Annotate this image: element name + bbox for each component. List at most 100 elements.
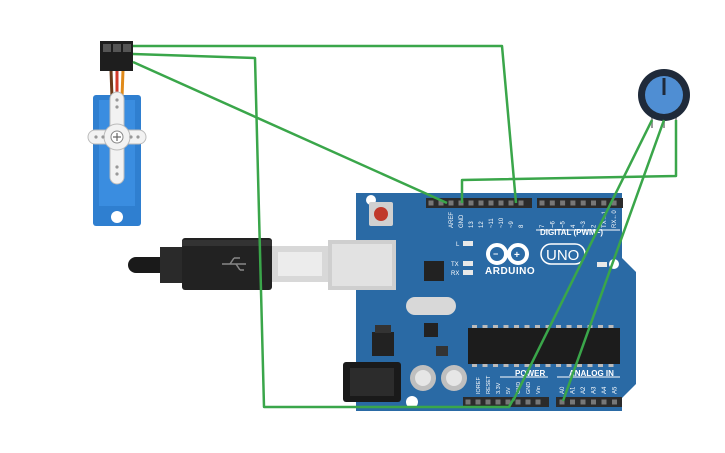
- led-rx: [463, 270, 473, 275]
- header-pin[interactable]: [559, 399, 565, 405]
- header-pin[interactable]: [518, 200, 524, 206]
- wires: [132, 44, 678, 409]
- header-pin[interactable]: [475, 399, 481, 405]
- power-pin-label: GND: [526, 382, 532, 394]
- header-pin[interactable]: [468, 200, 474, 206]
- header-pin[interactable]: [525, 399, 531, 405]
- digital-pin-label: ~3: [581, 220, 587, 228]
- header-pin[interactable]: [549, 200, 555, 206]
- digital-pin-label: ~10: [499, 217, 505, 228]
- wire-pot-ground: [460, 120, 678, 203]
- header-pin[interactable]: [515, 399, 521, 405]
- power-pin-label: IOREF: [476, 377, 482, 394]
- header-pin[interactable]: [591, 200, 596, 206]
- digital-pin-label: GND: [459, 214, 465, 228]
- arduino-uno-board[interactable]: L TX RX ON − + ARDUINO UNO AREF GND 13 12 ~1…: [328, 193, 636, 411]
- led-l-label: L: [456, 242, 460, 248]
- analog-pin-label: A2: [581, 386, 587, 394]
- led-on-label: ON: [609, 263, 618, 269]
- wire-servo-power: [132, 52, 516, 409]
- header-pin[interactable]: [580, 200, 586, 206]
- digital-pin-label: 8: [519, 224, 525, 228]
- header-pin[interactable]: [535, 399, 541, 405]
- header-pin[interactable]: [498, 200, 504, 206]
- header-pin[interactable]: [612, 399, 617, 405]
- wire-servo-signal: [133, 44, 518, 204]
- voltage-regulator: [372, 332, 394, 356]
- led-l: [463, 241, 473, 246]
- power-pin-label: RESET: [486, 375, 492, 394]
- header-pin[interactable]: [465, 399, 471, 405]
- header-pin[interactable]: [485, 399, 491, 405]
- servo-mount-hole: [111, 211, 123, 223]
- digital-header-label: DIGITAL (PWM~): [540, 228, 603, 237]
- header-pin[interactable]: [601, 399, 607, 405]
- digital-pin-label: ~5: [561, 220, 567, 228]
- crystal-oscillator: [406, 297, 456, 315]
- digital-header-right[interactable]: [537, 198, 623, 208]
- digital-pin-label: 7: [540, 224, 546, 228]
- smd-chip: [424, 323, 438, 337]
- power-pin-label: Vin: [536, 386, 542, 394]
- usb-cable[interactable]: [128, 238, 328, 290]
- header-pin[interactable]: [438, 200, 444, 206]
- wire-servo-ground: [132, 60, 448, 205]
- svg-text:+: +: [514, 250, 520, 261]
- digital-pin-label: ~9: [509, 220, 515, 228]
- digital-pin-label: 2: [592, 224, 598, 228]
- header-pin[interactable]: [488, 200, 494, 206]
- header-pin[interactable]: [570, 399, 575, 405]
- wire-pot-vcc: [511, 119, 654, 402]
- header-pin[interactable]: [560, 200, 566, 206]
- analog-pin-label: A5: [613, 386, 619, 394]
- digital-pin-label: ~11: [489, 218, 495, 228]
- power-header-label: POWER: [515, 369, 545, 378]
- led-on: [597, 262, 607, 267]
- usb-cable-collar: [160, 247, 182, 283]
- analog-pin-label: A4: [602, 386, 608, 394]
- analog-header[interactable]: [556, 397, 622, 407]
- analog-pin-label: A1: [571, 386, 577, 394]
- digital-pin-label: 12: [479, 221, 485, 228]
- power-pin-label: 3.3V: [496, 382, 502, 394]
- digital-pin-label: TX→1: [602, 210, 608, 228]
- potentiometer[interactable]: [638, 69, 690, 128]
- header-pin[interactable]: [448, 200, 454, 206]
- led-rx-label: RX: [451, 271, 459, 277]
- model-label: UNO: [546, 247, 579, 264]
- brand-label: ARDUINO: [485, 266, 535, 277]
- mounting-hole: [406, 396, 418, 408]
- analog-pin-label: A0: [560, 386, 566, 394]
- header-pin[interactable]: [505, 399, 511, 405]
- header-pin[interactable]: [601, 200, 607, 206]
- usb-cable-strain-relief: [128, 257, 168, 273]
- header-pin[interactable]: [508, 200, 514, 206]
- header-pin[interactable]: [478, 200, 484, 206]
- header-pin[interactable]: [591, 399, 596, 405]
- wire-pot-wiper: [561, 119, 666, 402]
- header-pin[interactable]: [428, 200, 434, 206]
- header-pin[interactable]: [580, 399, 586, 405]
- arduino-infinity-icon: [486, 243, 529, 265]
- power-pin-label: 5V: [506, 387, 512, 394]
- usb-chip: [424, 261, 444, 281]
- header-pin[interactable]: [570, 200, 576, 206]
- header-pin[interactable]: [611, 200, 617, 206]
- analog-pin-label: A3: [592, 386, 598, 394]
- analog-header-label: ANALOG IN: [569, 369, 614, 378]
- led-tx: [463, 261, 473, 266]
- header-pin[interactable]: [495, 399, 501, 405]
- led-tx-label: TX: [451, 262, 459, 268]
- digital-pin-label: 4: [571, 224, 577, 228]
- servo-motor[interactable]: [87, 41, 147, 226]
- header-pin[interactable]: [539, 200, 545, 206]
- digital-pin-label: AREF: [449, 212, 455, 228]
- reset-button[interactable]: [374, 207, 388, 221]
- digital-pin-label: ~6: [550, 220, 556, 228]
- svg-text:−: −: [493, 249, 498, 259]
- atmega-microcontroller: [468, 328, 620, 364]
- digital-pin-label: RX←0: [612, 210, 618, 228]
- usb-icon: [222, 257, 246, 271]
- digital-pin-label: 13: [469, 221, 475, 228]
